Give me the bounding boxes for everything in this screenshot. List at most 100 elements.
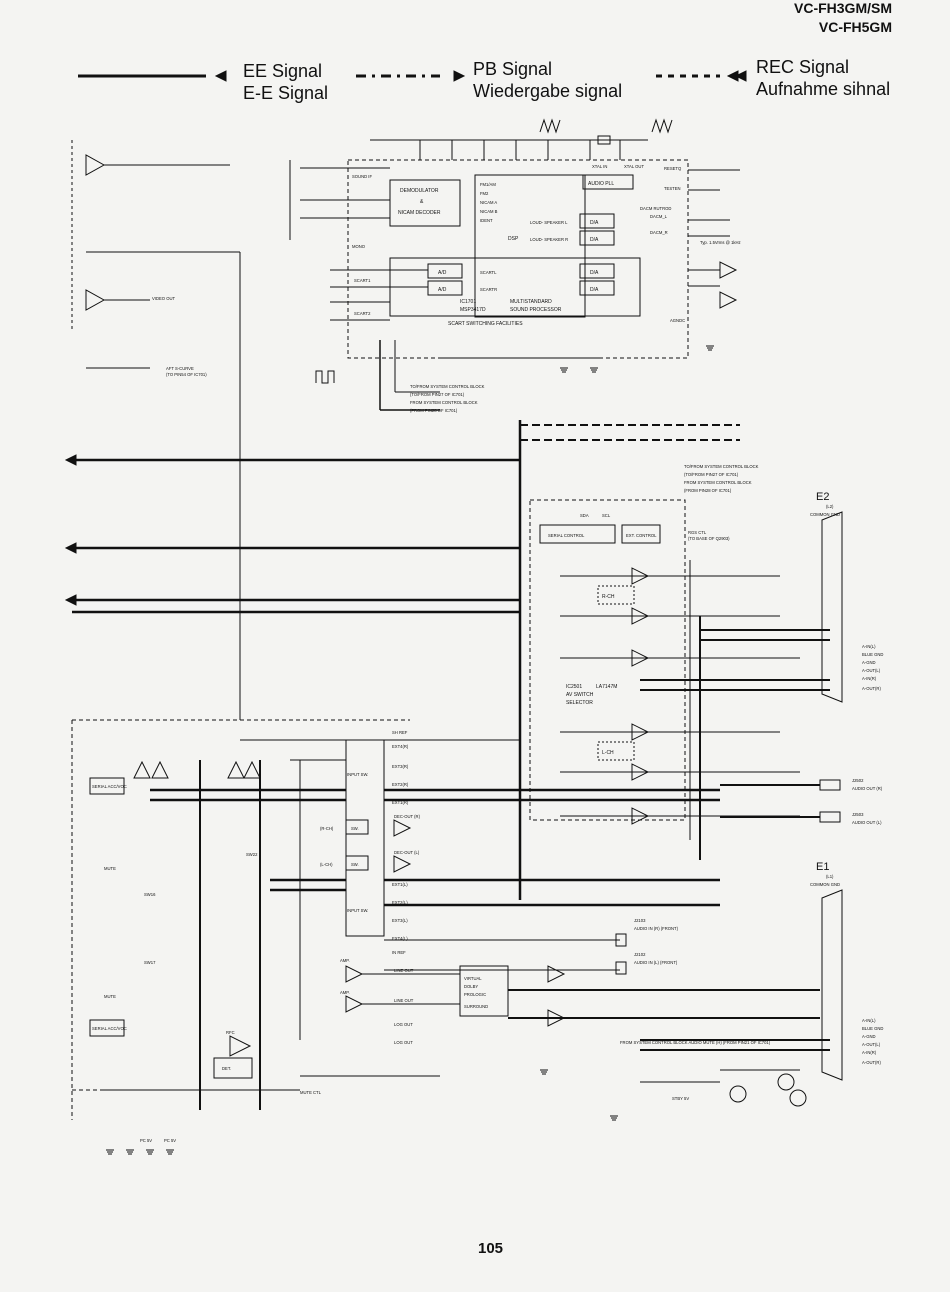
lower-ext3-l: EXT3(L) <box>392 918 408 923</box>
legend-ee-de: E-E Signal <box>243 83 329 103</box>
ic1701-scart2: SCART2 <box>354 311 371 316</box>
ic1701-outline <box>347 159 689 359</box>
buffer-q1615-icon <box>85 154 106 176</box>
ic1701-fm2: FM2 <box>480 191 489 196</box>
ic1701-xtal-in: XTAL IN <box>592 164 607 169</box>
j2502-label: AUDIO OUT (R) <box>852 786 883 791</box>
audio-pll-block <box>582 174 634 190</box>
serial-control-block <box>539 524 616 544</box>
crystal-icon <box>597 135 611 145</box>
data-pulse-icon <box>315 370 335 384</box>
e2-sub-label: (L2) <box>826 504 834 509</box>
ic2501-serial: SERIAL CONTROL <box>548 533 585 538</box>
ic2501-part: LA7147M <box>596 684 617 690</box>
legend-pb-de: Wiedergabe signal <box>473 81 623 101</box>
e1-pin-a-out-r: A-OUT(R) <box>862 1060 881 1065</box>
ic2501-subtitle: SELECTOR <box>566 700 593 706</box>
ic1701-title: MULTISTANDARD <box>510 299 552 305</box>
note-rgs: RGS CTL <box>688 530 707 535</box>
lch-label-box <box>597 741 635 761</box>
lower-mute-ctl: MUTE CTL <box>300 1090 322 1095</box>
e1-sub-label: (L1) <box>826 874 834 879</box>
da-block-1 <box>579 213 615 229</box>
note-aft2: (TO PIN54 OF IC701) <box>166 372 207 377</box>
lower-dolby: DOLBY <box>464 984 478 989</box>
j2503-label: AUDIO OUT (L) <box>852 820 882 825</box>
ic2501-ctrl1c: (TO/FROM PIN27 OF IC701) <box>684 472 739 477</box>
ic2501-ctrl1d: FROM SYSTEM CONTROL BLOCK <box>684 480 752 485</box>
lower-det: DET. <box>222 1066 231 1071</box>
lower-sw-l: SW. <box>351 862 359 867</box>
note-ctrl1f: (FROM PIN28 OF IC701) <box>410 408 458 413</box>
lower-dec-out-r: DEC-OUT (R) <box>394 814 421 819</box>
lower-sw16: SW16 <box>144 892 156 897</box>
lower-log-out-1: LOG OUT <box>394 1022 413 1027</box>
e1-label: E1 <box>816 861 829 873</box>
sw-block-l <box>345 855 369 871</box>
lower-r-ch: (R-CH) <box>320 826 334 831</box>
ic1701-resetq: RESETQ <box>664 166 682 171</box>
ic1701-pll-label: AUDIO PLL <box>588 181 614 187</box>
lower-sh-ref: SH REF <box>392 730 408 735</box>
note-video-out: VIDEO OUT <box>152 296 175 301</box>
ic2501-ctrl1f: (FROM PIN28 OF IC701) <box>684 488 732 493</box>
ic2501-ext: EXT. CONTROL <box>626 533 657 538</box>
clock-waveform-icon <box>539 118 561 134</box>
ic1701-sound-if: SOUND IF <box>352 174 372 179</box>
note-audio-mute: FROM SYSTEM CONTROL BLOCK AUDIO MUTE (H)… <box>620 1040 771 1045</box>
ic1701-ref: IC1701 <box>460 299 476 305</box>
lower-surround: SURROUND <box>464 1004 488 1009</box>
e1-scart-connector <box>821 889 843 1081</box>
e2-pin-a-out-r: A-OUT(R) <box>862 686 881 691</box>
page-number: 105 <box>478 1240 504 1257</box>
j2103-label: AUDIO IN (R) (FRONT) <box>634 926 679 931</box>
lower-serial-acc-1: SERIAL ACC/VOC <box>92 784 127 789</box>
lower-sw17: SW17 <box>144 960 156 965</box>
lower-prologic: PROLOGIC <box>464 992 486 997</box>
note-stby: STBY 5V <box>672 1096 689 1101</box>
ic1701-dacm-l: DACM_L <box>650 214 668 219</box>
ic1701-testen: TESTEN <box>664 186 681 191</box>
e2-pin-a-in-r: A-IN(R) <box>862 676 877 681</box>
legend-rec-en: REC Signal <box>756 57 850 77</box>
lower-ext1-l: EXT1(L) <box>392 882 408 887</box>
e2-pin-a-out-l: A-OUT(L) <box>862 668 881 673</box>
e2-pin-blue-gnd: BLUE GND <box>862 652 883 657</box>
lower-mute-2: MUTE <box>104 994 116 999</box>
ic1701-nicam-b: NICAM B <box>480 209 498 214</box>
da-label-3: D/A <box>590 270 599 276</box>
transistor-q2802-icon <box>777 1073 795 1091</box>
e1-pin-a-in-r: A-IN(R) <box>862 1050 877 1055</box>
j2503-jack-icon <box>819 811 841 823</box>
ad-block-1 <box>427 263 463 279</box>
e1-pin-a-gnd: A-GND <box>862 1034 876 1039</box>
e2-label: E2 <box>816 491 829 503</box>
ic1701-loud-l: LOUD- SPEAKER L <box>530 220 568 225</box>
e2-common-gnd: COMMON GND <box>810 512 840 517</box>
ic1701-scartl: SCARTL <box>480 270 497 275</box>
lower-input-sw-l: INPUT SW. <box>347 908 368 913</box>
ic1701-typ: Typ. 1.5Vrms @ 1kHz <box>700 240 741 245</box>
ic1701-dsp-label: DSP <box>508 236 519 242</box>
lower-rfc: RFC <box>226 1030 235 1035</box>
lower-l-ch: (L-CH) <box>320 862 333 867</box>
lower-dec-out-l: DEC-OUT (L) <box>394 850 420 855</box>
lower-serial-acc-2: SERIAL ACC/VOC <box>92 1026 127 1031</box>
ic1701-ident: IDENT <box>480 218 493 223</box>
legend-ee-arrow-icon <box>214 70 227 82</box>
legend-ee-en: EE Signal <box>243 61 323 81</box>
ic1701-loud-r: LOUD- SPEAKER R <box>530 237 568 242</box>
ic1701-scart-switch: SCART SWITCHING FACILITIES <box>448 321 523 327</box>
ic2501-ref: IC2501 <box>566 684 582 690</box>
j2102-label: AUDIO IN (L) (FRONT) <box>634 960 678 965</box>
lower-ext1-r: EXT1(R) <box>392 800 409 805</box>
da-label-2: D/A <box>590 237 599 243</box>
ic1701-nicam-a: NICAM A <box>480 200 497 205</box>
lower-amp-1: AMP. <box>340 958 350 963</box>
model-number-2: VC-FH5GM <box>818 19 892 35</box>
j2502-ref: J2502 <box>852 778 864 783</box>
note-ctrl1c: (TO/FROM PIN27 OF IC701) <box>410 392 465 397</box>
da-label-4: D/A <box>590 287 599 293</box>
ad-block-2 <box>427 280 463 296</box>
sw-block-r <box>345 819 369 835</box>
